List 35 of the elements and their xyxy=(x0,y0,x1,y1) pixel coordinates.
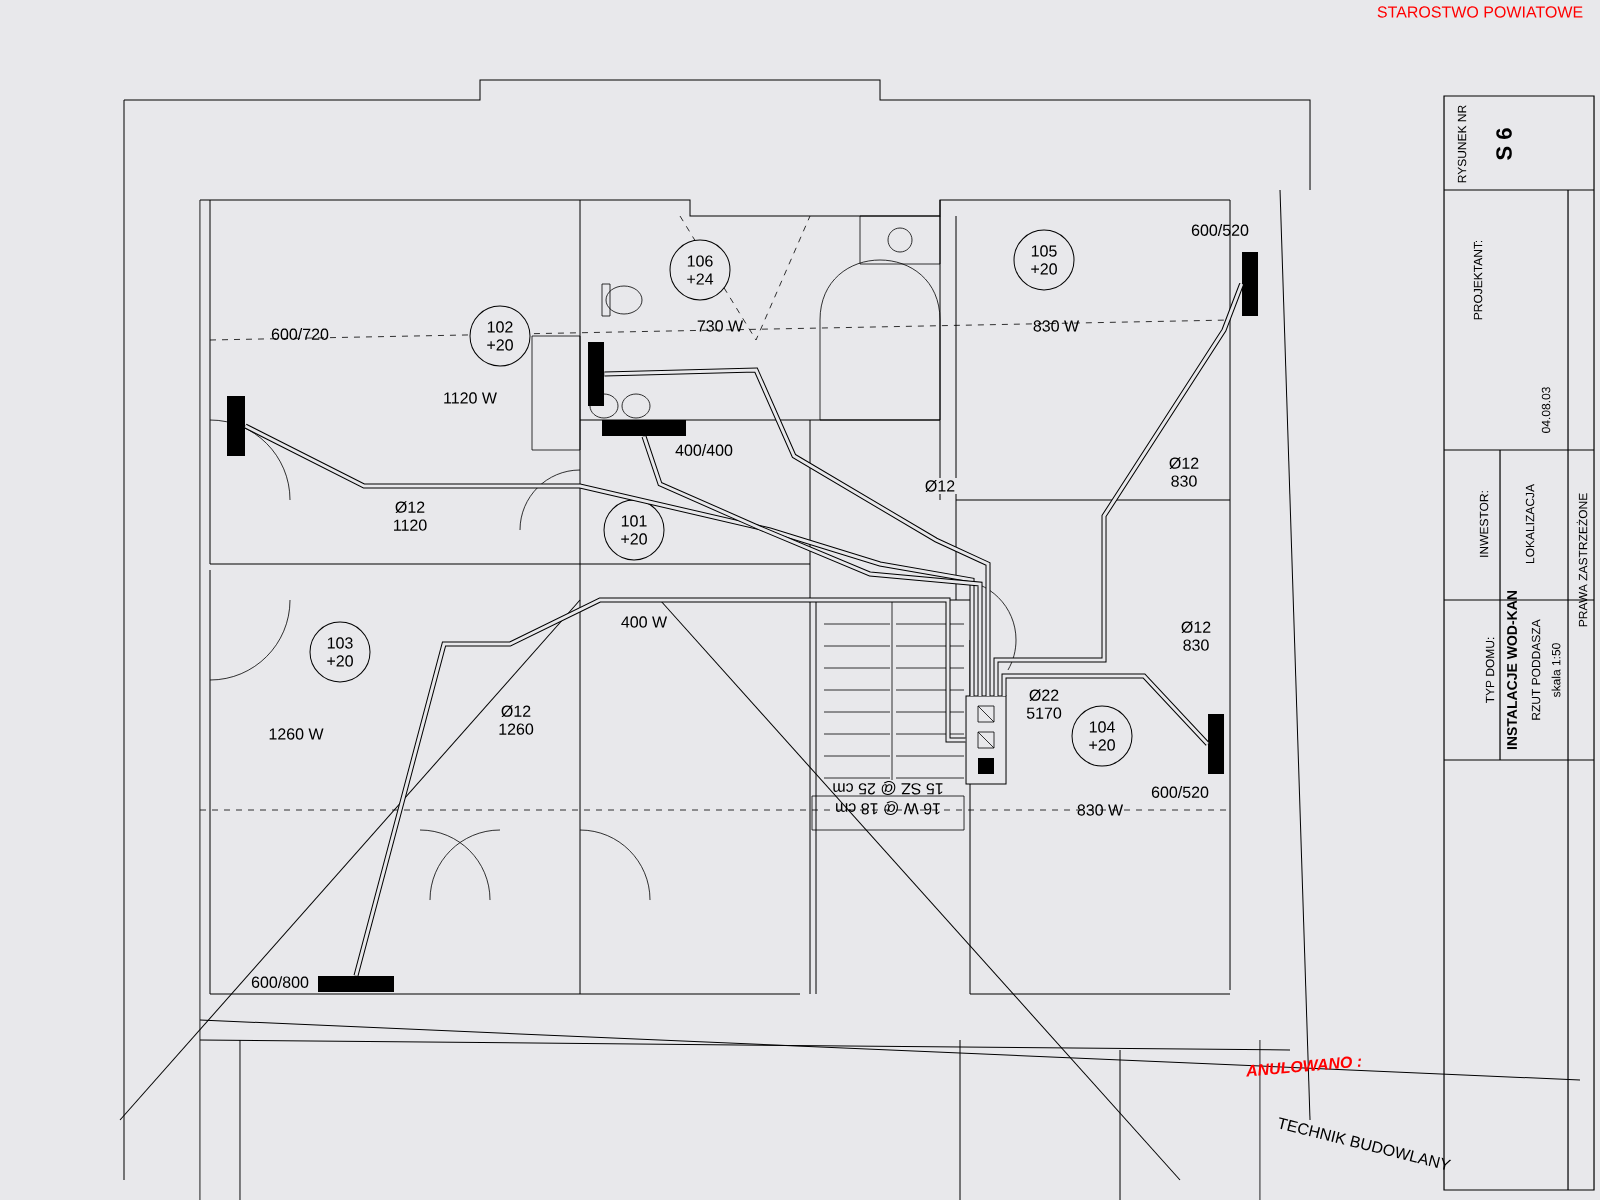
room-power-label: 830 W xyxy=(1033,320,1080,332)
dimension-label: 600/520 xyxy=(1191,224,1249,236)
heating-pipe xyxy=(604,367,991,696)
room-power-label: 830 W xyxy=(1077,804,1124,816)
room-power-label: 1260 W xyxy=(269,728,324,740)
heating-pipe xyxy=(1001,673,1210,746)
dimension-label: 600/720 xyxy=(271,328,329,340)
pipe-label: Ø12 830 xyxy=(1162,455,1206,489)
pipe-label: Ø12 xyxy=(918,478,962,494)
heating-pipe xyxy=(353,597,966,977)
stamp-text: STAROSTWO POWIATOWE xyxy=(1377,6,1583,18)
pipe-label: Ø12 1120 xyxy=(388,499,432,533)
radiator xyxy=(318,976,394,992)
heating-pipe xyxy=(993,283,1244,696)
stair-note: 16 W @ 18 cm xyxy=(836,801,940,815)
dimension-label: 400/400 xyxy=(675,444,733,456)
stamp-text: ANULOWANO : xyxy=(1246,1056,1361,1077)
radiator xyxy=(227,396,245,456)
dimension-label: 600/800 xyxy=(251,976,309,988)
heating-pipe xyxy=(641,435,983,696)
radiator xyxy=(1208,714,1224,774)
heating-pipe xyxy=(244,423,975,696)
radiator xyxy=(588,342,604,406)
radiator xyxy=(602,420,686,436)
stair-note: 15 SZ @ 25 cm xyxy=(833,781,943,795)
room-power-label: 400 W xyxy=(621,616,668,628)
drawing-number: S 6 xyxy=(1496,128,1512,160)
radiator xyxy=(1242,252,1258,316)
pipe-label: Ø22 5170 xyxy=(1026,689,1062,719)
room-power-label: 1120 W xyxy=(444,392,497,404)
dimension-label: 600/520 xyxy=(1151,786,1209,798)
pipe-label: Ø12 1260 xyxy=(494,703,538,737)
room-power-label: 730 W xyxy=(697,320,744,332)
manifold-box xyxy=(965,695,1007,785)
pipe-label: Ø12 830 xyxy=(1174,619,1218,653)
